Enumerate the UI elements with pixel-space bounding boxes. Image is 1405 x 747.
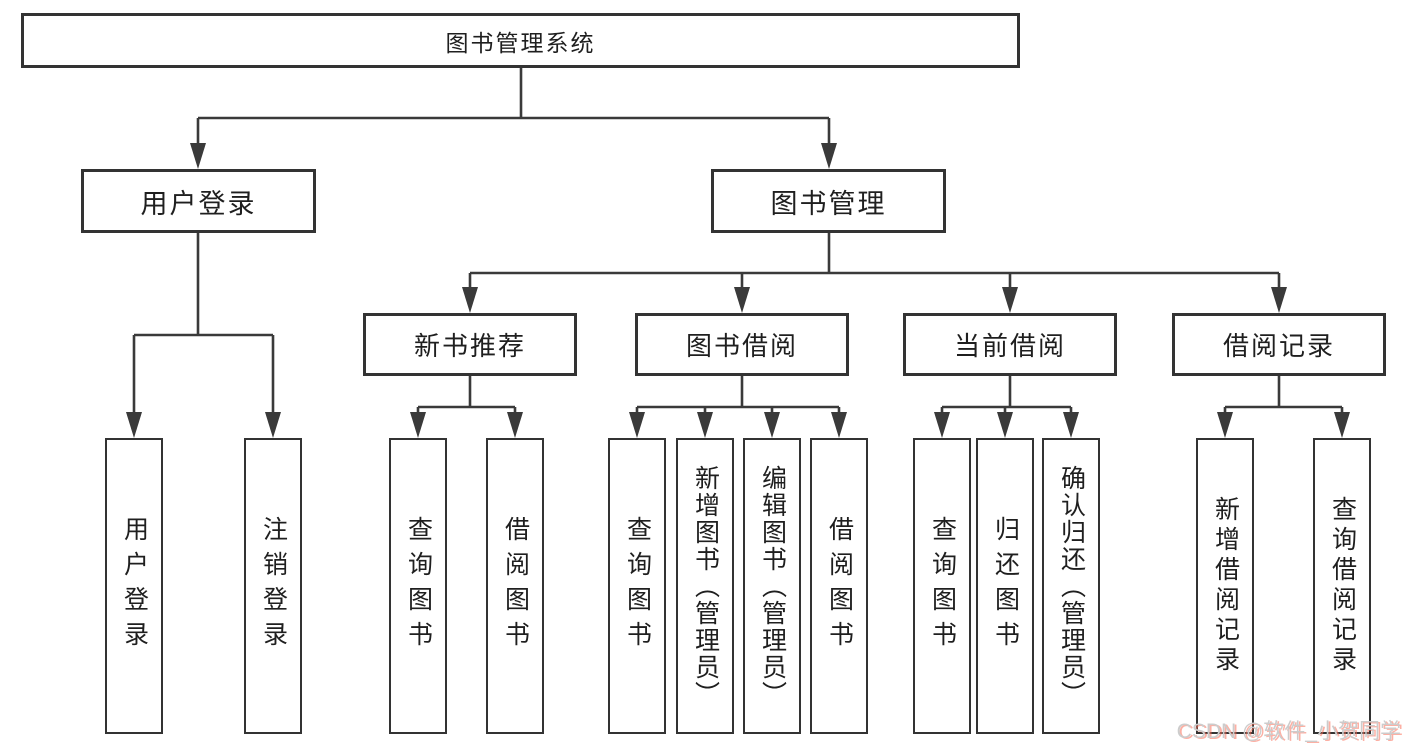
arrowhead-icons bbox=[126, 143, 1350, 438]
leaf-search-books-recommend: 查询图书 bbox=[389, 438, 447, 734]
leaf-logout: 注销登录 bbox=[244, 438, 302, 734]
leaf-search-books-borrowing: 查询图书 bbox=[608, 438, 666, 734]
leaf-borrow-books: 借阅图书 bbox=[810, 438, 868, 734]
leaf-confirm-return-admin: 确认归还（管理员） bbox=[1042, 438, 1100, 734]
leaf-add-books-admin: 新增图书（管理员） bbox=[676, 438, 734, 734]
leaf-add-borrowing-record: 新增借阅记录 bbox=[1196, 438, 1254, 734]
leaf-edit-books-admin: 编辑图书（管理员） bbox=[743, 438, 801, 734]
node-book-borrowing: 图书借阅 bbox=[635, 313, 849, 376]
node-book-management: 图书管理 bbox=[711, 169, 946, 233]
node-new-book-recommendation: 新书推荐 bbox=[363, 313, 577, 376]
node-current-borrowing: 当前借阅 bbox=[903, 313, 1117, 376]
node-borrowing-records: 借阅记录 bbox=[1172, 313, 1386, 376]
node-library-management-system: 图书管理系统 bbox=[21, 13, 1020, 68]
leaf-return-books: 归还图书 bbox=[976, 438, 1034, 734]
leaf-borrow-books-recommend: 借阅图书 bbox=[486, 438, 544, 734]
leaf-user-login: 用户登录 bbox=[105, 438, 163, 734]
csdn-watermark: CSDN @软件_小贺同学 bbox=[1176, 720, 1401, 743]
leaf-search-borrowing-record: 查询借阅记录 bbox=[1313, 438, 1371, 734]
node-user-login: 用户登录 bbox=[81, 169, 316, 233]
leaf-search-books-current: 查询图书 bbox=[913, 438, 971, 734]
connector-elbows bbox=[132, 68, 1344, 424]
